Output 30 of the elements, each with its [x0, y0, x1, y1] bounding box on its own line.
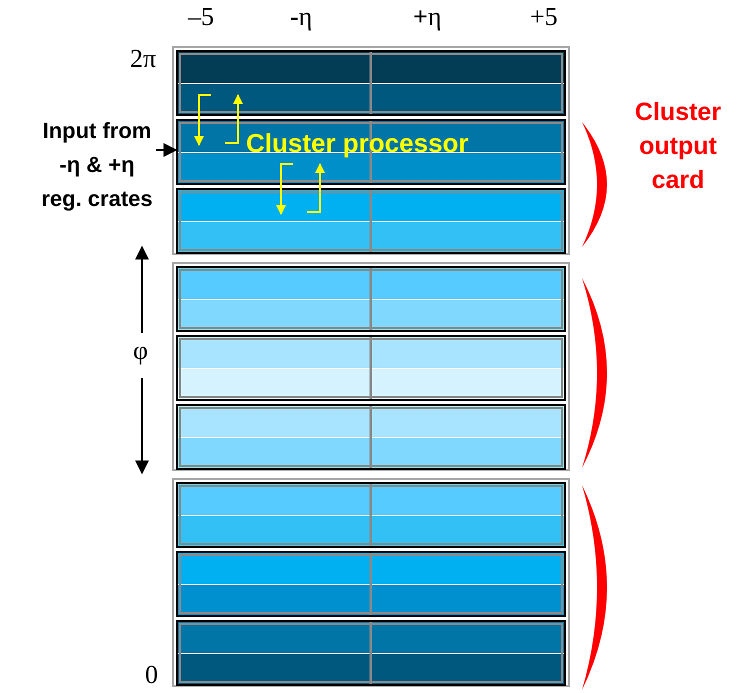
arrow	[225, 94, 243, 144]
arrow	[156, 143, 178, 157]
processor-card	[176, 50, 566, 116]
crate-frame	[172, 262, 570, 471]
processor-card	[176, 188, 566, 254]
arrow	[307, 163, 325, 213]
processor-card	[176, 335, 566, 401]
crate-frame	[172, 46, 570, 255]
processor-card	[176, 404, 566, 470]
axis-label: φ	[133, 336, 148, 366]
arrow	[194, 94, 211, 146]
card-group-label: Cluster output card	[634, 97, 722, 196]
axis-tick-label: +5	[530, 2, 558, 32]
axis-tick-label: –5	[188, 2, 214, 32]
crate-frame	[172, 478, 570, 687]
processor-card	[176, 551, 566, 617]
processor-card	[176, 482, 566, 548]
processor-label: Cluster processor	[246, 128, 469, 159]
processor-card	[176, 119, 566, 185]
axis-tick-label: +η	[413, 2, 442, 32]
processor-card	[176, 620, 566, 686]
bracket	[582, 278, 607, 468]
axis-tick-label: 0	[145, 660, 158, 690]
bracket	[582, 485, 607, 690]
axis-tick-label: 2π	[130, 44, 156, 74]
axis-tick-label: -η	[290, 2, 312, 32]
arrow	[276, 163, 293, 215]
processor-card	[176, 266, 566, 332]
bracket	[582, 122, 607, 247]
input-source-label: Input from -η & +η reg. crates	[38, 114, 156, 216]
